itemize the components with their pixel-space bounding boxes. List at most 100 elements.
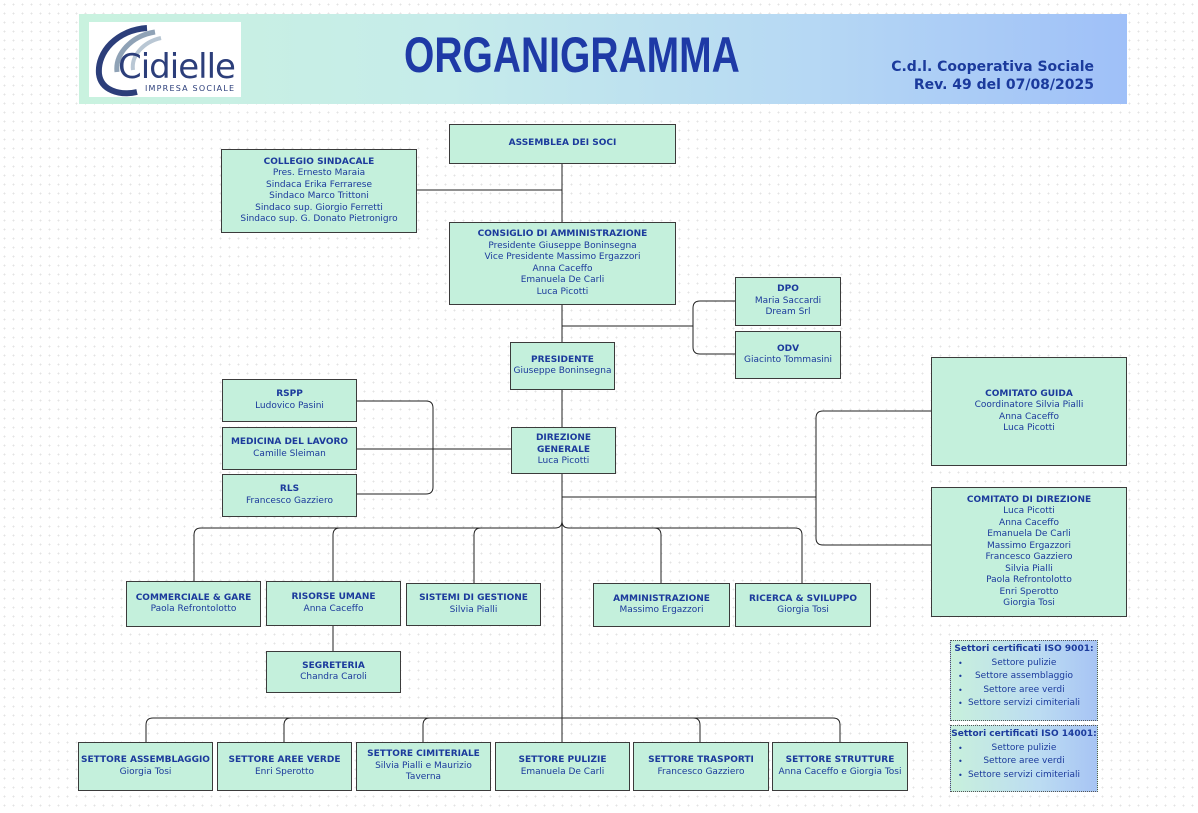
- box-sistemi-gestione: SISTEMI DI GESTIONE Silvia Pialli: [406, 583, 541, 626]
- header-banner: [79, 14, 1127, 104]
- list-item: Settore pulizie: [951, 742, 1097, 756]
- box-line: Giorgia Tosi: [1003, 598, 1055, 608]
- box-settore-aree-verde: SETTORE AREE VERDE Enri Sperotto: [217, 742, 352, 791]
- box-line: Enri Sperotto: [999, 586, 1059, 597]
- logo-name: Cidielle: [118, 47, 236, 87]
- box-line: Luca Picotti: [536, 286, 589, 297]
- box-line: Emanuela De Carli: [520, 766, 605, 777]
- box-line: Francesco Gazziero: [246, 495, 333, 506]
- box-line: Anna Caceffo: [999, 517, 1059, 528]
- box-title: DIREZIONE GENERALE: [535, 433, 592, 455]
- box-line: Camille Sleiman: [253, 448, 326, 459]
- box-line: Anna Caceffo: [532, 263, 593, 274]
- box-line: Paola Refrontolotto: [150, 604, 237, 614]
- box-direzione-generale: DIREZIONE GENERALE Luca Picotti: [511, 427, 616, 474]
- box-line: Luca Picotti: [1003, 506, 1055, 516]
- box-title: RICERCA & SVILUPPO: [748, 593, 857, 604]
- box-line: Ludovico Pasini: [255, 400, 324, 411]
- box-line: Luca Picotti: [537, 456, 590, 467]
- box-settore-trasporti: SETTORE TRASPORTI Francesco Gazziero: [633, 742, 769, 791]
- box-line: Francesco Gazziero: [657, 766, 745, 777]
- box-title: RLS: [279, 484, 300, 494]
- box-line: Luca Picotti: [1003, 423, 1055, 433]
- iso-14001-list: Settore pulizie Settore aree verdi Setto…: [951, 742, 1097, 783]
- box-line: Sindaco sup. Giorgio Ferretti: [255, 202, 383, 213]
- box-line: Emanuela De Carli: [987, 529, 1071, 539]
- box-title: SETTORE AREE VERDE: [228, 755, 341, 765]
- box-title: COMITATO GUIDA: [985, 388, 1073, 399]
- list-item: Settore assemblaggio: [951, 670, 1097, 684]
- iso-14001-panel: Settori certificati ISO 14001: Settore p…: [950, 725, 1098, 792]
- box-consiglio: CONSIGLIO DI AMMINISTRAZIONE Presidente …: [449, 222, 676, 305]
- box-line: Giorgia Tosi: [777, 605, 829, 615]
- box-title: DPO: [777, 284, 799, 295]
- box-line: Presidente Giuseppe Boninsegna: [488, 240, 637, 251]
- box-line: Sindaco sup. G. Donato Pietronigro: [240, 214, 398, 224]
- box-line: Massimo Ergazzori: [619, 605, 704, 615]
- box-line: Silvia Pialli e Maurizio: [375, 760, 472, 771]
- box-title: RSPP: [276, 389, 303, 399]
- box-title: SETTORE STRUTTURE: [785, 755, 895, 765]
- box-settore-pulizie: SETTORE PULIZIE Emanuela De Carli: [495, 742, 630, 791]
- box-line: Anna Caceffo e Giorgia Tosi: [778, 766, 902, 777]
- box-title: MEDICINA DEL LAVORO: [230, 437, 349, 447]
- box-odv: ODV Giacinto Tommasini: [735, 331, 841, 379]
- box-line: Pres. Ernesto Maraia: [272, 168, 366, 178]
- box-dpo: DPO Maria Saccardi Dream Srl: [735, 277, 841, 326]
- box-line: Coordinatore Silvia Pialli: [974, 400, 1084, 410]
- list-item: Settore aree verdi: [951, 684, 1097, 698]
- list-item: Settore servizi cimiteriali: [951, 697, 1097, 711]
- box-title: ODV: [776, 343, 800, 354]
- box-presidente: PRESIDENTE Giuseppe Boninsegna: [510, 342, 615, 390]
- box-line: Taverna: [405, 772, 442, 783]
- box-collegio-sindacale: COLLEGIO SINDACALE Pres. Ernesto Maraia …: [221, 149, 417, 233]
- box-line: Emanuela De Carli: [520, 275, 605, 285]
- box-rspp: RSPP Ludovico Pasini: [222, 379, 357, 422]
- box-line: Silvia Pialli: [1005, 563, 1053, 574]
- box-line: Anna Caceffo: [303, 603, 364, 614]
- box-comitato-direzione: COMITATO DI DIREZIONE Luca Picotti Anna …: [931, 487, 1127, 617]
- list-item: Settore servizi cimiteriali: [951, 769, 1097, 783]
- box-line: Maria Saccardi: [754, 295, 822, 306]
- box-title: CONSIGLIO DI AMMINISTRAZIONE: [477, 229, 648, 239]
- box-title: RISORSE UMANE: [291, 592, 376, 602]
- box-title: SETTORE CIMITERIALE: [367, 749, 480, 760]
- company-name: C.d.l. Cooperativa Sociale: [891, 59, 1094, 75]
- box-line: Francesco Gazziero: [985, 552, 1073, 562]
- box-settore-strutture: SETTORE STRUTTURE Anna Caceffo e Giorgia…: [772, 742, 908, 791]
- box-title: SETTORE ASSEMBLAGGIO: [81, 755, 210, 765]
- box-commerciale-gare: COMMERCIALE & GARE Paola Refrontolotto: [126, 581, 261, 627]
- iso-9001-panel: Settori certificati ISO 9001: Settore pu…: [950, 640, 1098, 721]
- box-title: AMMINISTRAZIONE: [613, 593, 710, 604]
- box-ricerca-sviluppo: RICERCA & SVILUPPO Giorgia Tosi: [735, 583, 871, 627]
- logo-swirl-icon: [95, 25, 162, 97]
- box-title: COMMERCIALE & GARE: [135, 592, 252, 603]
- box-line: Paola Refrontolotto: [986, 575, 1072, 585]
- revision: Rev. 49 del 07/08/2025: [913, 77, 1094, 93]
- box-title: PRESIDENTE: [531, 354, 594, 365]
- iso-9001-title: Settori certificati ISO 9001:: [954, 644, 1094, 654]
- box-line: Massimo Ergazzori: [987, 540, 1071, 551]
- box-settore-assemblaggio: SETTORE ASSEMBLAGGIO Giorgia Tosi: [78, 742, 213, 791]
- box-title: ASSEMBLEA DEI SOCI: [508, 138, 617, 149]
- box-title: SISTEMI DI GESTIONE: [419, 593, 528, 603]
- box-title: SETTORE TRASPORTI: [648, 755, 754, 765]
- box-line: Sindaco Marco Trittoni: [269, 191, 369, 201]
- box-medicina-lavoro: MEDICINA DEL LAVORO Camille Sleiman: [222, 427, 357, 470]
- box-title: COLLEGIO SINDACALE: [263, 156, 375, 167]
- box-line: Enri Sperotto: [255, 766, 314, 777]
- box-line: Sindaca Erika Ferrarese: [265, 179, 373, 190]
- box-title: SEGRETERIA: [302, 660, 365, 671]
- box-assemblea: ASSEMBLEA DEI SOCI: [449, 124, 676, 164]
- iso-9001-list: Settore pulizie Settore assemblaggio Set…: [951, 657, 1097, 711]
- box-line: Vice Presidente Massimo Ergazzori: [484, 252, 641, 262]
- box-line: Chandra Caroli: [300, 672, 367, 682]
- logo: [89, 22, 241, 97]
- box-title: COMITATO DI DIREZIONE: [966, 494, 1092, 505]
- box-amministrazione: AMMINISTRAZIONE Massimo Ergazzori: [593, 583, 730, 627]
- logo-subtitle: IMPRESA SOCIALE: [145, 84, 236, 93]
- box-line: Silvia Pialli: [449, 604, 498, 615]
- box-line: Giuseppe Boninsegna: [513, 366, 612, 376]
- box-comitato-guida: COMITATO GUIDA Coordinatore Silvia Piall…: [931, 357, 1127, 466]
